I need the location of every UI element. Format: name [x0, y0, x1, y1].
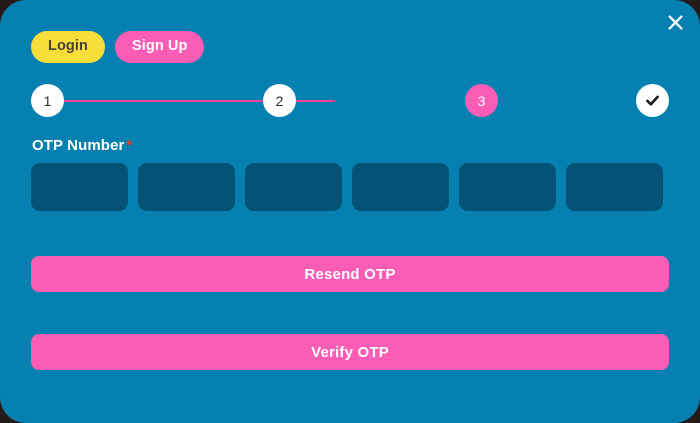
otp-digit-4[interactable] [352, 163, 449, 211]
otp-field-label-text: OTP Number [32, 137, 125, 154]
otp-field-label: OTP Number* [32, 138, 132, 153]
stepper-step-1[interactable]: 1 [31, 84, 64, 117]
otp-digit-3[interactable] [245, 163, 342, 211]
tab-login[interactable]: Login [31, 31, 105, 63]
otp-digit-5[interactable] [459, 163, 556, 211]
otp-digit-6[interactable] [566, 163, 663, 211]
verify-otp-button[interactable]: Verify OTP [31, 334, 669, 370]
signup-stepper: 1 2 3 [31, 84, 669, 118]
otp-digit-2[interactable] [138, 163, 235, 211]
stepper-track-segment-2 [295, 100, 335, 102]
stepper-track-segment-1 [61, 100, 264, 102]
stepper-step-complete-check-icon[interactable] [636, 84, 669, 117]
auth-tab-row: Login Sign Up [31, 31, 205, 63]
otp-digit-1[interactable] [31, 163, 128, 211]
stepper-step-2[interactable]: 2 [263, 84, 296, 117]
required-asterisk: * [126, 137, 133, 154]
close-icon[interactable] [660, 7, 690, 37]
otp-input-group [31, 163, 663, 211]
tab-signup[interactable]: Sign Up [114, 31, 205, 63]
stepper-step-3[interactable]: 3 [465, 84, 498, 117]
resend-otp-button[interactable]: Resend OTP [31, 256, 669, 292]
